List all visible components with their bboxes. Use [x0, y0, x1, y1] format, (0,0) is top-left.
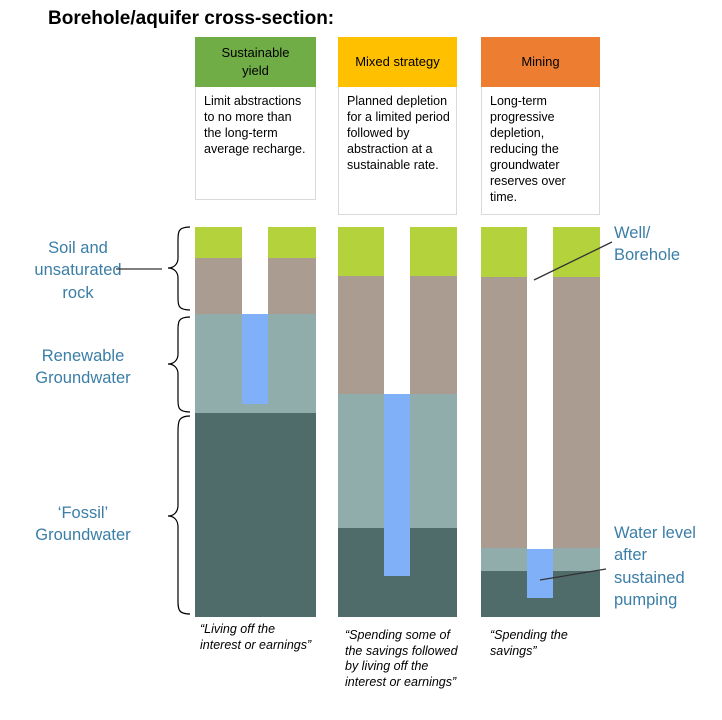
borehole [527, 215, 553, 549]
brace-renewable [167, 316, 191, 413]
description-mining: Long-term progressive depletion, reducin… [481, 87, 600, 215]
page-title: Borehole/aquifer cross-section: [48, 8, 335, 29]
borehole [242, 222, 268, 314]
borehole-water [384, 394, 410, 576]
header-mixed-strategy: Mixed strategy [338, 37, 457, 87]
brace-fossil [167, 415, 191, 615]
layer-fossil-groundwater [195, 413, 316, 617]
leader-water-level [539, 568, 607, 581]
header-label: Mining [521, 54, 560, 70]
label-water-level: Water level after sustained pumping [614, 524, 696, 609]
header-sustainable-yield: Sustainable yield [195, 37, 316, 87]
label-fossil-groundwater: ‘Fossil’ Groundwater [35, 504, 131, 545]
header-label: Mixed strategy [355, 54, 440, 70]
label-well-borehole: Well/ Borehole [614, 224, 681, 265]
header-label: Sustainable yield [221, 45, 290, 78]
leader-well [533, 241, 613, 281]
description-mixed-strategy: Planned depletion for a limited period f… [338, 87, 457, 215]
label-renewable-groundwater: Renewable Groundwater [35, 347, 131, 388]
caption-mixed-strategy: “Spending some of the savings followed b… [345, 628, 458, 689]
brace-soil [167, 226, 191, 311]
borehole [384, 215, 410, 394]
borehole-water [242, 314, 268, 404]
description-sustainable-yield: Limit abstractions to no more than the l… [195, 87, 316, 200]
label-soil-unsaturated-rock: Soil and unsaturated rock [34, 239, 122, 302]
caption-mining: “Spending the savings” [490, 628, 568, 658]
borehole-water [527, 549, 553, 598]
header-mining: Mining [481, 37, 600, 87]
caption-sustainable-yield: “Living off the interest or earnings” [200, 622, 312, 652]
